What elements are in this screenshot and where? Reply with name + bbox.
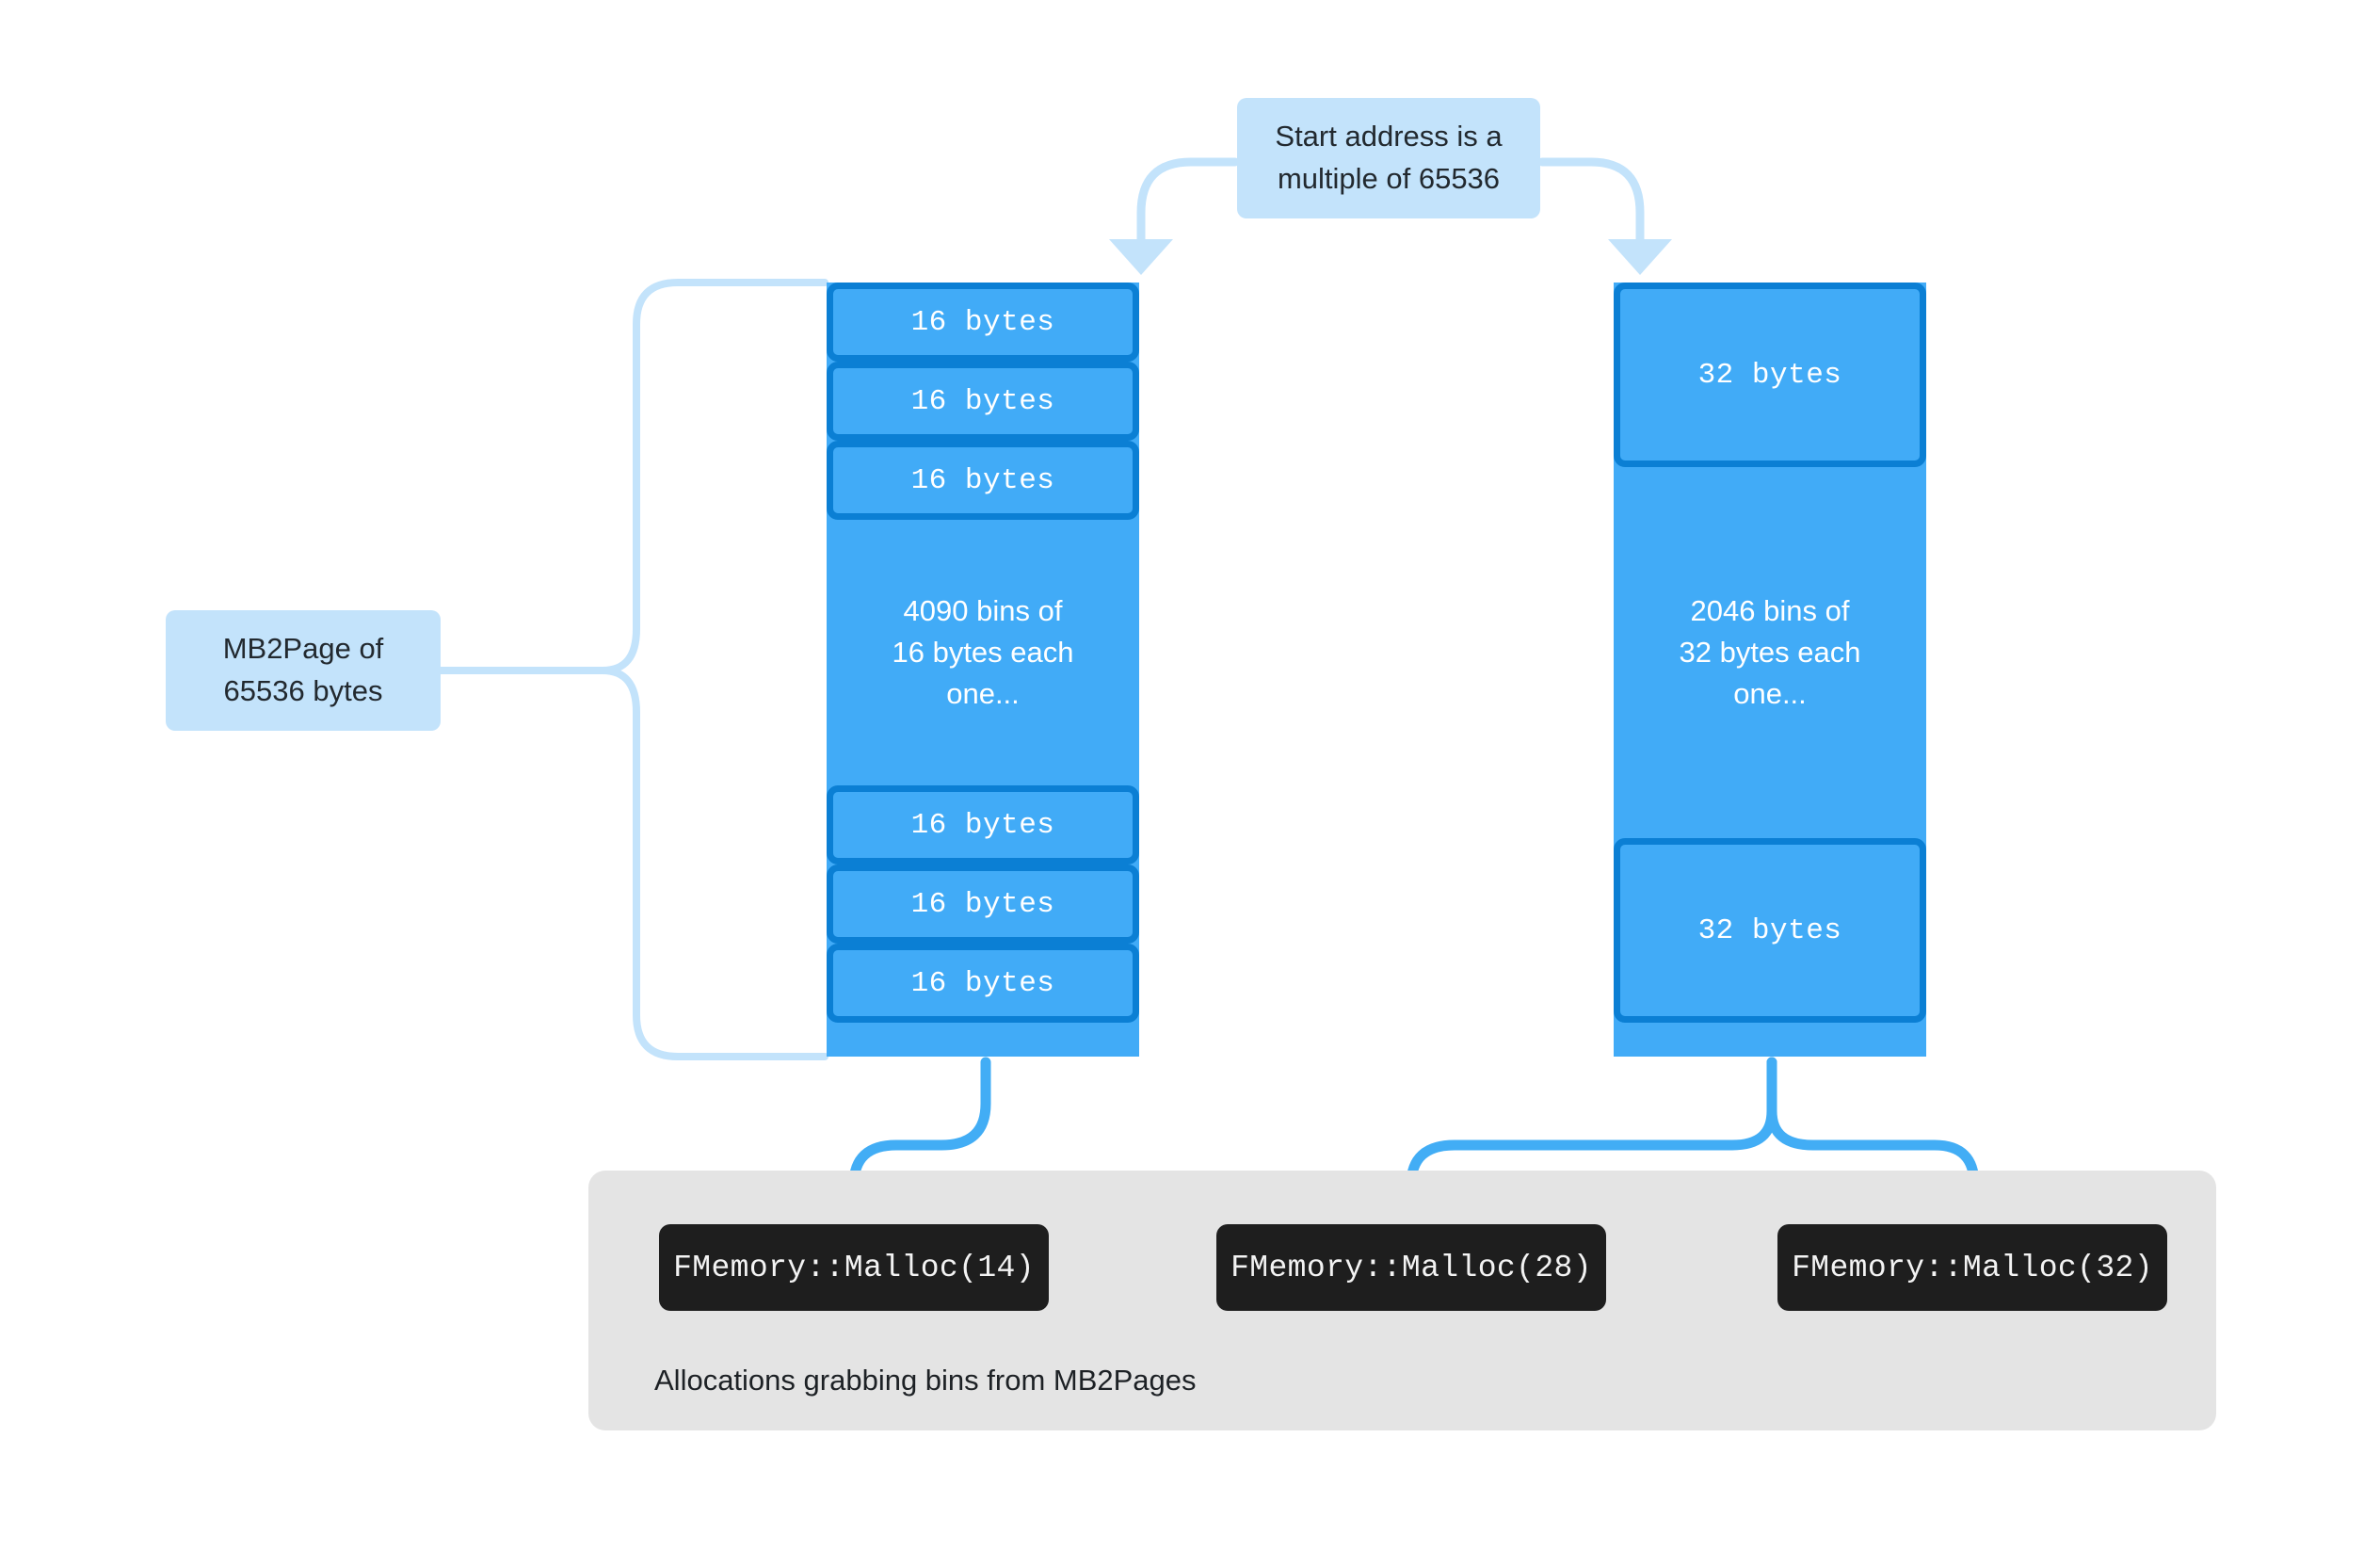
bin-16-bytes[interactable]: 16 bytes	[827, 785, 1139, 864]
code-chip-malloc-14[interactable]: FMemory::Malloc(14)	[659, 1224, 1049, 1311]
mb2page-column-16-bytes: 16 bytes 16 bytes 16 bytes 4090 bins of …	[827, 283, 1139, 1057]
bin-16-bytes[interactable]: 16 bytes	[827, 283, 1139, 362]
mb2page-connector	[437, 279, 828, 1060]
code-chip-malloc-28[interactable]: FMemory::Malloc(28)	[1216, 1224, 1606, 1311]
start-address-arrow-left	[1109, 157, 1240, 275]
start-address-arrow-right	[1537, 157, 1672, 275]
allocations-panel-caption: Allocations grabbing bins from MB2Pages	[654, 1364, 1197, 1397]
bin-32-bytes[interactable]: 32 bytes	[1614, 838, 1926, 1023]
note-mb2page: MB2Page of 65536 bytes	[166, 610, 441, 731]
bin-16-bytes[interactable]: 16 bytes	[827, 362, 1139, 441]
bin-32-bytes[interactable]: 32 bytes	[1614, 283, 1926, 467]
note-start-address: Start address is a multiple of 65536	[1237, 98, 1540, 218]
mb2page-column-32-bytes: 32 bytes 2046 bins of 32 bytes each one.…	[1614, 283, 1926, 1057]
bin-filler-label: 2046 bins of 32 bytes each one...	[1614, 467, 1926, 838]
bin-16-bytes[interactable]: 16 bytes	[827, 441, 1139, 520]
allocations-panel: FMemory::Malloc(14) FMemory::Malloc(28) …	[588, 1171, 2216, 1430]
bin-16-bytes[interactable]: 16 bytes	[827, 864, 1139, 944]
bin-filler-label: 4090 bins of 16 bytes each one...	[827, 520, 1139, 785]
code-chip-malloc-32[interactable]: FMemory::Malloc(32)	[1777, 1224, 2167, 1311]
bin-16-bytes[interactable]: 16 bytes	[827, 944, 1139, 1023]
